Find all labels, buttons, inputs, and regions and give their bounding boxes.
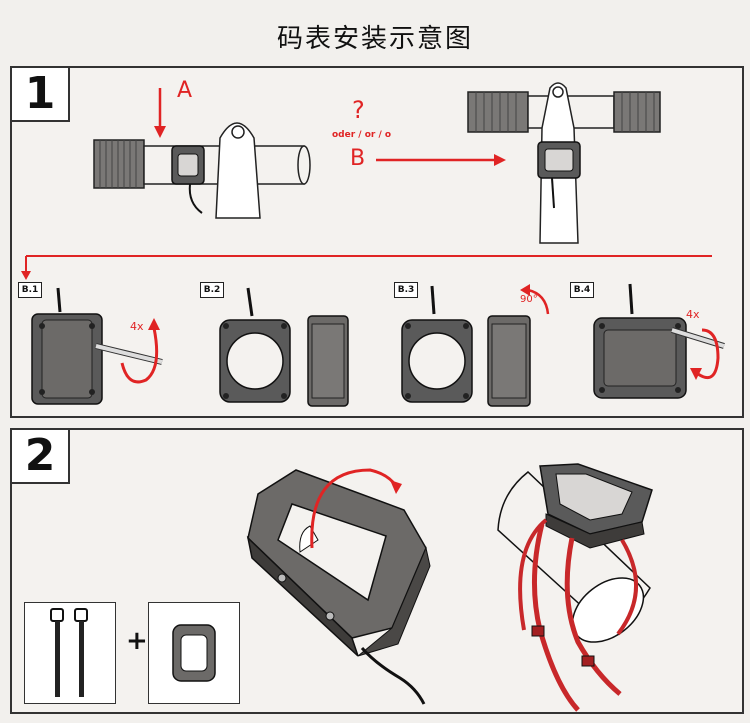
step-2-panel: 2 + <box>10 428 744 714</box>
mounted-on-bar <box>497 463 653 712</box>
b3-illustration <box>401 285 531 407</box>
step-1-illustration <box>21 82 725 407</box>
rotate-count-1: 4x <box>130 320 144 333</box>
b1-illustration <box>31 287 163 405</box>
question-mark: ? <box>352 96 365 124</box>
label-b: B <box>350 146 366 171</box>
arrow-b-icon <box>376 154 506 166</box>
sub-label-b3: B.3 <box>394 282 418 298</box>
cable-ties-box <box>24 602 116 704</box>
rotate-arrow-1-icon <box>120 318 160 384</box>
cable-ties-icon <box>50 608 88 697</box>
page-title: 码表安装示意图 <box>276 24 473 54</box>
rotate-count-2: 4x <box>686 308 700 321</box>
label-a: A <box>177 78 193 103</box>
sub-label-b4: B.4 <box>570 282 594 298</box>
flow-arrow-icon <box>21 255 712 280</box>
sub-label-b2: B.2 <box>200 282 224 298</box>
rotate-arrow-90-icon <box>520 284 550 315</box>
b4-illustration <box>593 283 725 399</box>
option-a-handlebar <box>93 122 311 219</box>
b2-illustration <box>219 287 349 407</box>
step-1-panel: 1 <box>10 66 744 418</box>
option-b-stem <box>467 82 661 244</box>
step-2-illustration <box>246 463 653 712</box>
step-2-number: 2 <box>12 430 70 484</box>
rubber-pad-icon <box>172 624 216 682</box>
sub-label-b1: B.1 <box>18 282 42 298</box>
angle-label: 90° <box>520 294 538 305</box>
mount-with-pad <box>246 469 431 705</box>
rotate-arrow-2-icon <box>690 328 720 380</box>
option-text: oder / or / o <box>332 130 392 140</box>
rubber-pad-box <box>148 602 240 704</box>
step-1-number: 1 <box>12 68 70 122</box>
peel-arrow-icon <box>310 468 402 549</box>
plus-sign: + <box>126 626 148 656</box>
arrow-a-icon <box>154 88 166 138</box>
